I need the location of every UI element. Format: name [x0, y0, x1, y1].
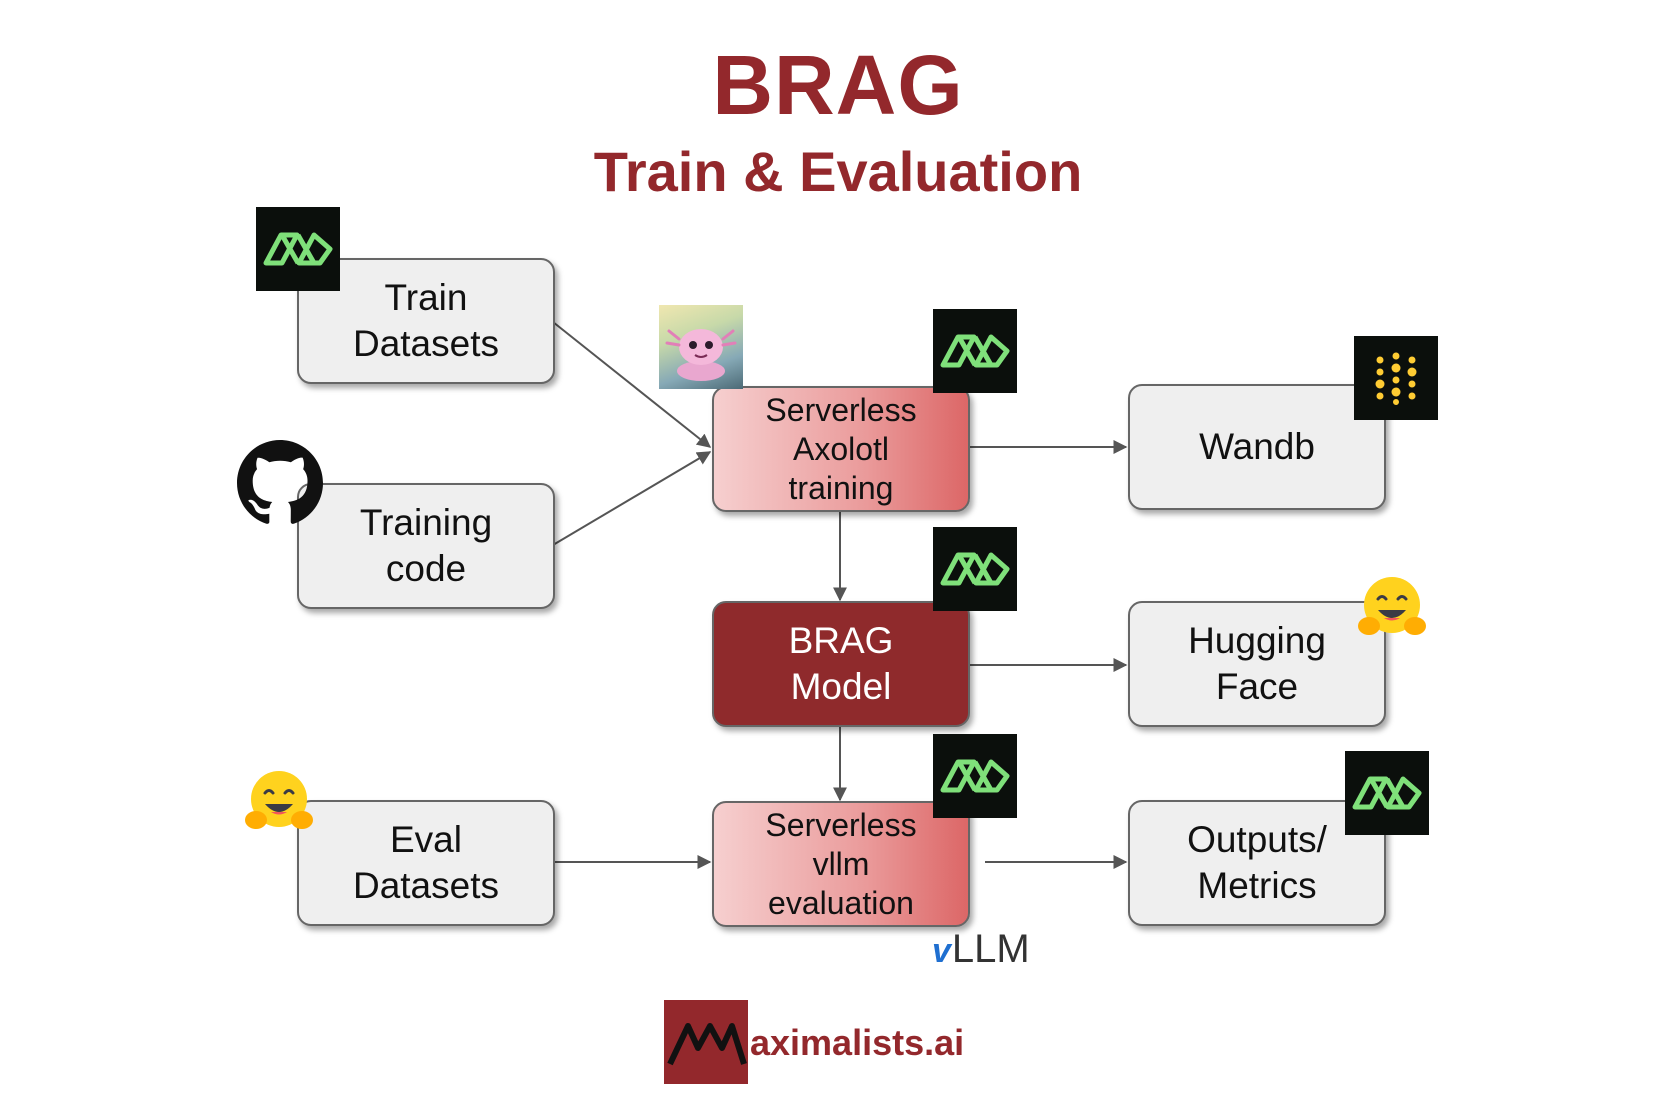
page-subtitle: Train & Evaluation — [593, 140, 1083, 203]
node-eval-datasets: Eval Datasets — [297, 800, 555, 926]
modal-logo-icon — [933, 527, 1017, 611]
brand-name: aximalists.ai — [750, 1022, 965, 1063]
node-wandb: Wandb — [1128, 384, 1386, 510]
wandb-icon — [1354, 336, 1438, 420]
vllm-logo-mark: v — [932, 932, 951, 970]
arrow-train-to-axolotl — [552, 321, 712, 448]
node-outputs-metrics: Outputs/ Metrics — [1128, 800, 1386, 926]
node-training-code: Training code — [297, 483, 555, 609]
node-serverless-axolotl-training: Serverless Axolotl training — [712, 386, 970, 512]
modal-logo-icon — [256, 207, 340, 291]
hugging-face-icon — [1356, 572, 1428, 644]
maximalists-logo-icon — [664, 1000, 748, 1084]
page-title: BRAG — [712, 38, 964, 132]
modal-logo-icon — [933, 309, 1017, 393]
node-serverless-vllm-evaluation: Serverless vllm evaluation — [712, 801, 970, 927]
github-icon — [237, 440, 323, 526]
node-brag-model: BRAG Model — [712, 601, 970, 727]
vllm-logo-text: LLM — [951, 927, 1030, 971]
node-hugging-face: Hugging Face — [1128, 601, 1386, 727]
modal-logo-icon — [933, 734, 1017, 818]
modal-logo-icon — [1345, 751, 1429, 835]
arrow-code-to-axolotl — [552, 451, 712, 546]
vllm-logo: v LLM — [932, 927, 1030, 972]
node-train-datasets: Train Datasets — [297, 258, 555, 384]
hugging-face-icon — [243, 766, 315, 838]
axolotl-icon — [659, 305, 743, 389]
